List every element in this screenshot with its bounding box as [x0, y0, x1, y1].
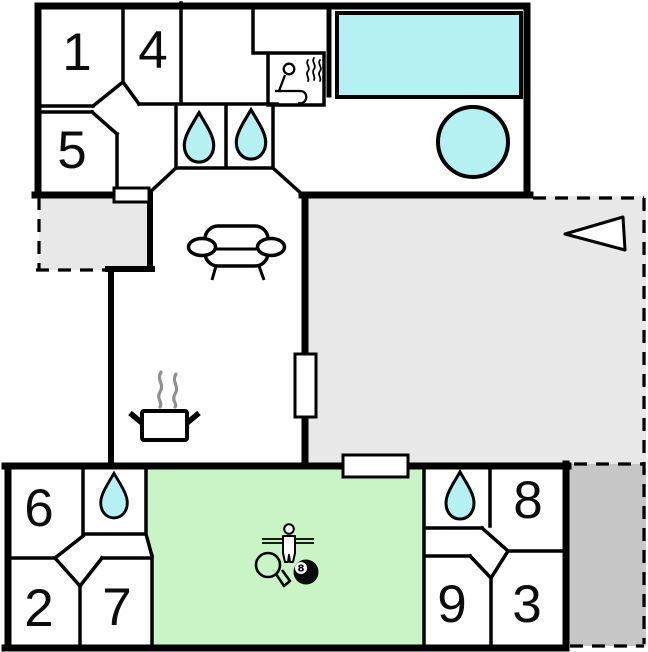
pot-body	[140, 409, 189, 442]
room-9-label: 9	[437, 575, 466, 634]
door	[112, 186, 151, 204]
water-drop-icon	[234, 106, 268, 161]
room-1-label: 1	[62, 23, 91, 82]
game-icons: 8	[254, 523, 319, 588]
sauna-person-head	[282, 62, 296, 76]
dashed-boundaries	[36, 196, 646, 648]
inner-walls-bottom-left	[6, 464, 155, 650]
foosball-player-body	[282, 535, 296, 563]
sauna-steam	[318, 59, 322, 82]
eight-ball-number: 8	[298, 564, 305, 575]
pot-steam	[157, 370, 164, 409]
table-tennis-paddle-handle	[274, 569, 292, 588]
door	[293, 352, 318, 419]
door	[341, 453, 410, 479]
room-labels: 1 4 5 6 2 7 8 9 3	[24, 21, 542, 638]
water-drop-icon	[182, 109, 216, 164]
foosball-player-head	[283, 523, 295, 535]
sauna-steam	[306, 59, 310, 82]
eight-ball-circle	[295, 562, 307, 574]
bathroom-icons	[99, 106, 476, 521]
room-3-label: 3	[512, 575, 541, 634]
water-drop-icon	[99, 470, 129, 520]
hot-tub	[436, 105, 510, 179]
sauna-person-body	[277, 74, 308, 105]
room-4-label: 4	[138, 21, 167, 80]
walls	[1, 1, 572, 652]
water-drop-icon	[444, 469, 476, 521]
direction-arrow-icon	[563, 215, 627, 252]
hall-left-walls	[105, 192, 155, 469]
sauna-icon	[275, 57, 322, 105]
terrace-bottom-right	[566, 464, 646, 646]
terrace-areas	[39, 196, 646, 646]
swimming-pool	[335, 11, 523, 99]
outer-wall-top-block	[34, 2, 531, 197]
sofa-legs	[210, 265, 266, 281]
room-6-label: 6	[24, 479, 53, 538]
sofa-icon	[186, 224, 287, 281]
room-8-label: 8	[513, 471, 542, 530]
room-2-label: 2	[24, 579, 53, 638]
sauna-steam	[312, 57, 316, 81]
inner-walls-bottom-right	[422, 464, 568, 650]
billiard-8-ball-icon: 8	[293, 559, 319, 585]
room-7-label: 7	[102, 578, 131, 637]
pot-steam	[172, 372, 179, 409]
room-5-label: 5	[57, 121, 86, 180]
sofa-armrest	[255, 236, 287, 258]
terrace-top-left	[39, 196, 150, 270]
terrace-right	[305, 196, 646, 464]
doors	[112, 186, 410, 479]
sofa-armrest	[186, 236, 218, 258]
inner-walls-top	[36, 1, 326, 199]
cooking-pot-icon	[128, 370, 201, 442]
table-tennis-paddle-icon	[254, 551, 282, 579]
